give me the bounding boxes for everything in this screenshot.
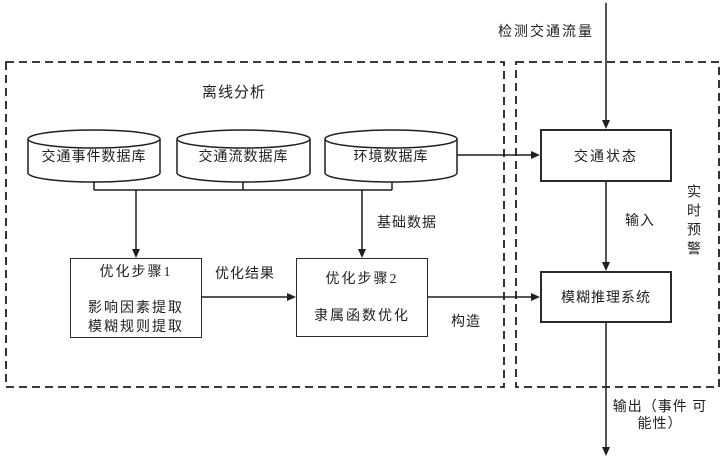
step1-body: 影响因素提取 模糊规则提取 (88, 301, 184, 335)
db-label-environment: 环境数据库 (353, 150, 429, 165)
traffic-state-box: 交通状态 (540, 129, 672, 182)
label-construct: 构造 (451, 315, 481, 330)
step1-title: 优化步骤1 (99, 265, 173, 280)
label-output: 输出（事件 可能性） (612, 400, 708, 432)
db-label-traffic-flow: 交通流数据库 (198, 150, 289, 165)
offline-region-title: 离线分析 (201, 85, 266, 101)
db-label-traffic-event: 交通事件数据库 (41, 150, 147, 165)
realtime-region-label: 实时预警 (685, 184, 700, 260)
arrow-bus-to-step1 (132, 190, 140, 258)
label-base-data: 基础数据 (377, 216, 437, 231)
process-box-step1: 优化步骤1 影响因素提取 模糊规则提取 (70, 258, 202, 338)
arrow-bus-to-step2 (358, 190, 366, 258)
arrow-traffic-state-to-fuzzy-system (602, 182, 610, 271)
database-cylinder-traffic-event (28, 130, 160, 182)
process-box-step2: 优化步骤2 隶属函数优化 (296, 258, 428, 337)
realtime-region-frame (516, 62, 719, 387)
arrow-fuzzy-system-output (602, 323, 610, 456)
label-input: 输入 (625, 214, 655, 229)
arrow-step1-to-step2 (202, 293, 296, 301)
label-detect-flow: 检测交通流量 (498, 25, 594, 40)
database-cylinder-traffic-flow (177, 130, 310, 182)
traffic-state-label: 交通状态 (574, 149, 638, 165)
step2-title: 优化步骤2 (325, 272, 399, 287)
offline-region-frame (6, 62, 504, 387)
arrow-environment-db-to-traffic-state (457, 151, 540, 159)
connector-database-bus (94, 182, 392, 190)
fuzzy-inference-box: 模糊推理系统 (540, 271, 672, 323)
step2-body: 隶属函数优化 (314, 309, 410, 324)
label-opt-result: 优化结果 (215, 267, 275, 282)
fuzzy-inference-label: 模糊推理系统 (561, 291, 651, 306)
arrow-detect-flow-into-traffic-state (602, 3, 610, 129)
database-cylinder-environment (325, 130, 457, 182)
arrow-step2-to-fuzzy-system (428, 293, 540, 301)
